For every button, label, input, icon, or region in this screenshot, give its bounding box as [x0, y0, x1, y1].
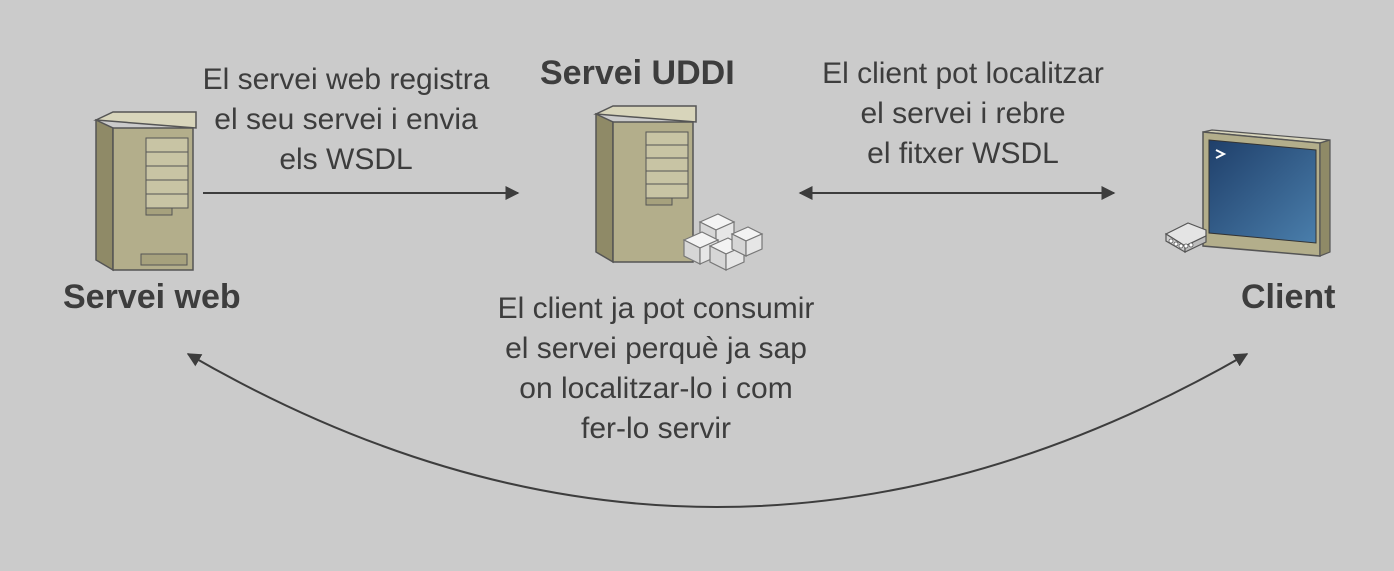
client-label: Client: [1241, 278, 1336, 316]
server-tower-icon: [93, 111, 197, 272]
locate-caption-line: El client pot localitzar: [822, 57, 1104, 90]
locate-caption-line: el servei i rebre: [860, 97, 1066, 130]
locate-caption: El client pot localitzar el servei i reb…: [800, 54, 1126, 174]
register-caption-line: els WSDL: [279, 143, 413, 176]
uddi-service-label: Servei UDDI: [540, 54, 735, 92]
locate-caption-line: el fitxer WSDL: [867, 137, 1059, 170]
consume-caption-line: on localitzar-lo i com: [519, 372, 793, 405]
consume-caption-line: fer-lo servir: [580, 412, 731, 445]
web-service-label: Servei web: [63, 278, 241, 316]
consume-caption-line: El client ja pot consumir: [497, 292, 815, 325]
consume-arrow: [186, 353, 1249, 508]
server-tower-with-boxes-icon: [593, 105, 764, 271]
consume-caption: El client ja pot consumir el servei perq…: [470, 289, 842, 449]
computer-monitor-icon: [1164, 129, 1331, 257]
register-caption-line: el seu servei i envia: [214, 103, 478, 136]
consume-caption-line: el servei perquè ja sap: [505, 332, 807, 365]
register-caption: El servei web registra el seu servei i e…: [186, 60, 506, 180]
register-caption-line: El servei web registra: [202, 63, 490, 96]
